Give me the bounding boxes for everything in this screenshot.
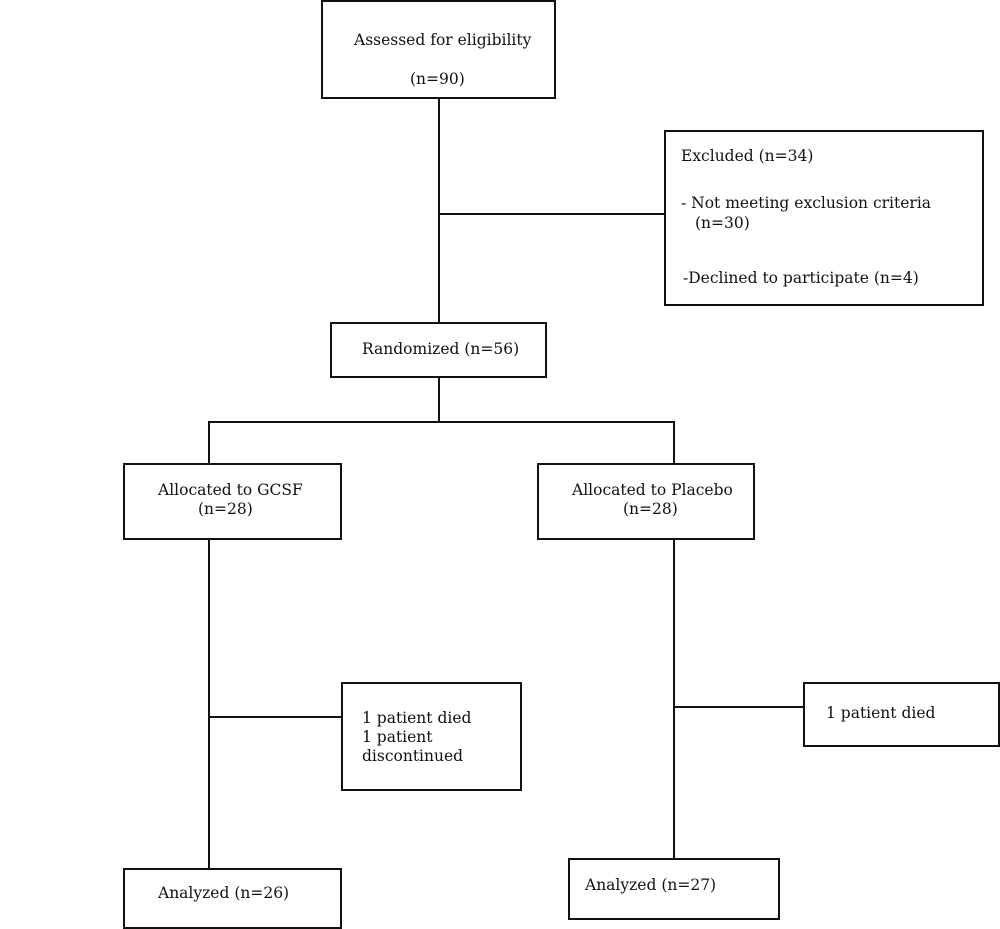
connector-placebo-analyzed (673, 539, 675, 859)
gcsf-loss-discontinued: discontinued (362, 747, 464, 765)
gcsf-allocation-label: Allocated to GCSF (158, 481, 303, 499)
randomized-label: Randomized (n=56) (362, 340, 520, 358)
placebo-allocation-count: (n=28) (623, 500, 678, 518)
connector-split-placebo (673, 421, 675, 464)
connector-randomized-split (438, 377, 440, 422)
eligibility-label: Assessed for eligibility (354, 31, 532, 49)
placebo-loss-box: 1 patient died (803, 682, 1000, 747)
gcsf-allocation-box: Allocated to GCSF (n=28) (123, 463, 342, 540)
placebo-analyzed-label: Analyzed (n=27) (585, 876, 717, 894)
excluded-item-not-meeting: - Not meeting exclusion criteria (681, 194, 932, 212)
gcsf-analyzed-label: Analyzed (n=26) (158, 884, 290, 902)
gcsf-analyzed-box: Analyzed (n=26) (123, 868, 342, 929)
connector-placebo-loss (673, 706, 804, 708)
gcsf-loss-box: 1 patient died 1 patient discontinued (341, 682, 522, 791)
randomized-box: Randomized (n=56) (330, 322, 547, 378)
connector-gcsf-loss (208, 716, 342, 718)
excluded-item-declined: -Declined to participate (n=4) (683, 269, 919, 287)
excluded-title: Excluded (n=34) (681, 147, 814, 165)
gcsf-loss-patient: 1 patient (362, 728, 433, 746)
connector-excluded (438, 213, 666, 215)
excluded-item-not-meeting-count: (n=30) (695, 214, 750, 232)
eligibility-box: Assessed for eligibility (n=90) (321, 0, 556, 99)
gcsf-allocation-count: (n=28) (198, 500, 253, 518)
excluded-box: Excluded (n=34) - Not meeting exclusion … (664, 130, 984, 306)
connector-split-horizontal (208, 421, 675, 423)
gcsf-loss-died: 1 patient died (362, 709, 472, 727)
connector-gcsf-analyzed (208, 539, 210, 869)
connector-split-gcsf (208, 421, 210, 464)
eligibility-count: (n=90) (410, 70, 465, 88)
placebo-allocation-label: Allocated to Placebo (572, 481, 733, 499)
placebo-loss-died: 1 patient died (826, 704, 936, 722)
connector-eligibility-randomized (438, 98, 440, 323)
placebo-analyzed-box: Analyzed (n=27) (568, 858, 780, 920)
placebo-allocation-box: Allocated to Placebo (n=28) (537, 463, 755, 540)
